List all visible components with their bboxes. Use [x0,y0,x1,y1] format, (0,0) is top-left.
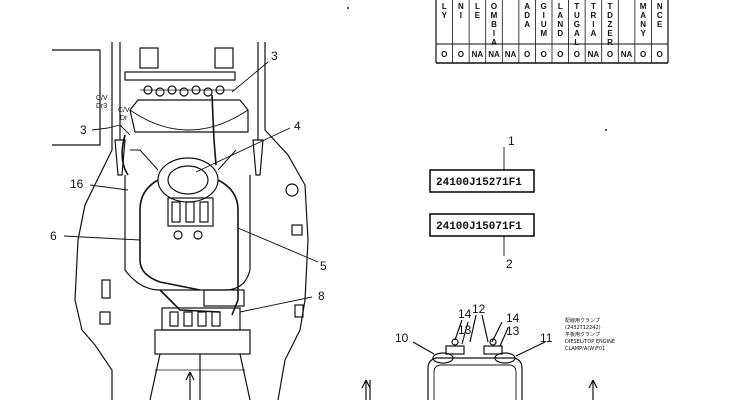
table-header-char: E [475,11,481,20]
table-header-char: I [543,11,545,20]
lower-manifold [149,289,251,400]
table-cell-value: O [524,50,530,59]
table-cell-value: O [441,50,447,59]
table-header-char: M [640,2,647,11]
valve-label-cv-dr3-line2: Dr3 [96,103,107,110]
table-cell-value: O [541,50,547,59]
table-header-char: I [592,20,594,29]
table-cell-value: O [458,50,464,59]
table-header-char: Y [442,11,448,20]
table-header-char: A [640,11,646,20]
table-header-char: L [475,2,480,11]
part-label-1: 24100J15271F1 1 [429,134,535,193]
table-header-char: L [442,2,447,11]
callout-1: 1 [508,134,515,148]
table-header-char: Y [640,29,646,38]
table-cell-value: O [657,50,663,59]
table-header-char: L [574,38,579,47]
clamp-notes: 配線用クランプ (2432T12242) 平板用クランプ DIESEL/TOP … [565,317,615,352]
table-header-char: N [657,2,663,11]
table-header-char: A [491,38,497,47]
callout-14-left: 14 [458,307,472,321]
part-number-2: 24100J15071F1 [436,221,522,233]
table-header-char: E [607,29,613,38]
table-header-char: D [557,29,563,38]
table-header-char: T [608,2,613,11]
table-header-char: C [657,11,663,20]
callout-16: 16 [70,177,84,191]
table-cell-value: NA [488,50,500,59]
leader-lines [63,61,319,313]
callout-3-top: 3 [271,49,278,63]
table-header-char: G [574,20,580,29]
clamp-detail [361,314,598,400]
note-line-2: (2432T12242) [565,325,601,331]
callout-8: 8 [318,289,325,303]
part-number-1: 24100J15271F1 [436,177,522,189]
table-header-char: B [491,20,497,29]
callout-3-left: 3 [80,123,87,137]
note-line-1: 配線用クランプ [565,317,600,324]
table-cell-value: O [607,50,613,59]
note-line-5: CLAMP/A(W)F01 [565,346,605,352]
table-header-char: U [541,20,547,29]
table-header-char: A [524,2,530,11]
callout-6: 6 [50,229,57,243]
table-header-char: G [541,2,547,11]
table-header-char: T [574,2,579,11]
table-header-char: A [574,29,580,38]
callout-12: 12 [472,302,486,316]
table-header-char: M [491,11,498,20]
table-header-char: D [607,11,613,20]
table-cell-value: O [574,50,580,59]
callout-11: 11 [540,331,553,345]
table-header-char: I [493,29,495,38]
speck [347,7,349,9]
table-cell-value: NA [505,50,517,59]
speck [605,129,607,131]
table-cell-value: O [557,50,563,59]
table-header-char: A [524,20,530,29]
note-line-4: DIESEL/TOP ENGINE [565,339,615,345]
table-header-char: T [591,2,596,11]
table-header-char: R [607,38,613,47]
callout-5: 5 [320,259,327,273]
table-header-char: I [460,11,462,20]
hoses [121,94,239,316]
table-header-char: N [640,20,646,29]
callout-13-right: 13 [506,324,520,338]
callout-2: 2 [506,257,513,271]
valve-label-cv-dr-line2: Dr [120,115,128,122]
table-cell-value: NA [472,50,484,59]
table-header-char: A [591,29,597,38]
valve-label-cv-dr-line1: C/V [118,107,130,114]
callout-14-right: 14 [506,311,520,325]
part-label-2: 24100J15071F1 2 [429,213,535,271]
table-header-char: U [574,11,580,20]
table-header-char: D [524,11,530,20]
callout-13-left: 13 [458,323,472,337]
note-line-3: 平板用クランプ [565,331,600,338]
table-cell-value: O [640,50,646,59]
table-cell-value: NA [621,50,633,59]
table-header-char: A [557,11,563,20]
machine-frame [52,42,309,400]
table-header-char: E [657,20,663,29]
table-header-char: N [458,2,464,11]
table-header-char: M [540,29,547,38]
table-header-char: Z [608,20,613,29]
table-header-char: L [558,2,563,11]
table-header-char: O [491,2,497,11]
table-cell-value: NA [588,50,600,59]
table-header-char: N [557,20,563,29]
table-header-char: R [591,11,597,20]
callout-4: 4 [294,119,301,133]
callout-10: 10 [395,331,409,345]
valve-label-cv-dr3-line1: C/V [96,95,108,102]
control-valve [130,149,237,240]
